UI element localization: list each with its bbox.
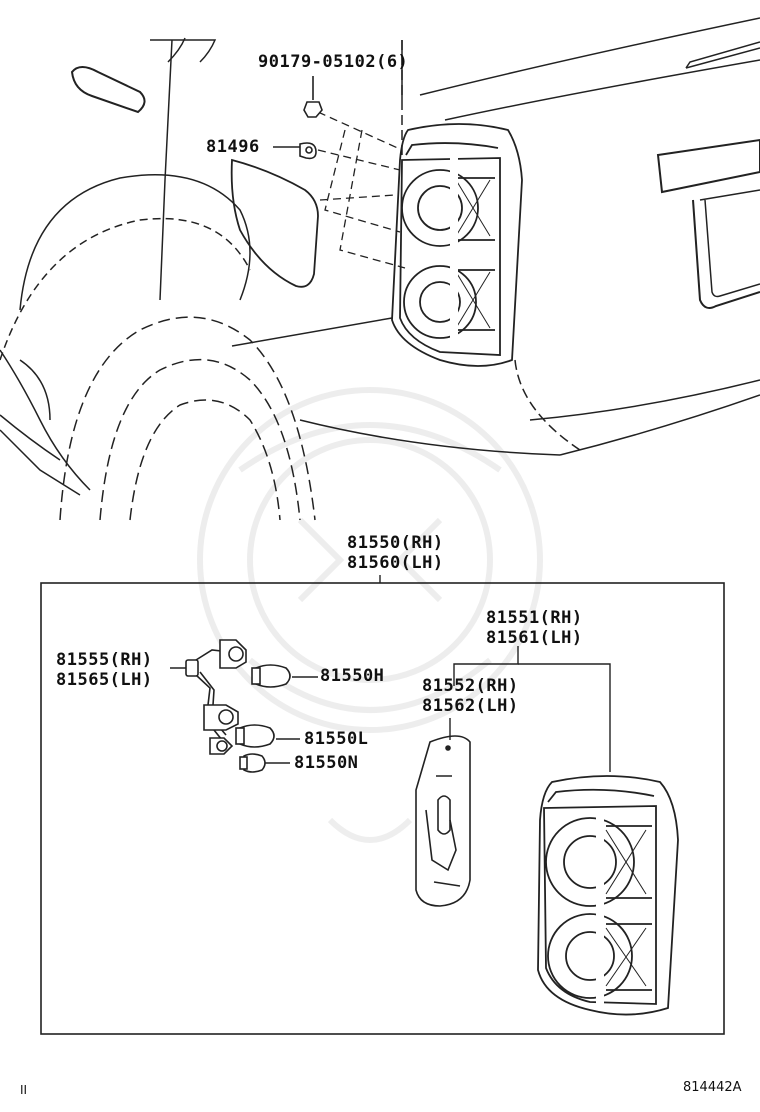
label-assembly-rh: 81550(RH): [347, 533, 444, 553]
assembly-frame: [40, 582, 725, 1035]
bolt-part-icon: [303, 76, 323, 118]
watermark-emblem: [197, 387, 543, 843]
bulb-l-icon: [235, 724, 275, 748]
assembly-dashed-lines: [317, 111, 406, 269]
label-socket-rh: 81555(RH): [56, 650, 153, 670]
label-gasket-rh: 81552(RH): [422, 676, 519, 696]
label-assembly-lh: 81560(LH): [347, 553, 444, 573]
label-socket-lh: 81565(LH): [56, 670, 153, 690]
gasket-part: [415, 735, 471, 907]
vehicle-body-outline: [0, 17, 760, 521]
label-gasket-lh: 81562(LH): [422, 696, 519, 716]
lamp-lens-body: [537, 775, 679, 1016]
installed-rear-lamp: [391, 123, 523, 367]
label-lens-rh: 81551(RH): [486, 608, 583, 628]
diagram-code: 814442A: [683, 1080, 742, 1095]
bulb-h-icon: [251, 664, 291, 688]
label-clip-part-number: 81496: [206, 137, 260, 157]
label-bulb-l: 81550L: [304, 729, 369, 749]
label-lens-lh: 81561(LH): [486, 628, 583, 648]
label-bulb-n: 81550N: [294, 753, 359, 773]
bulb-n-icon: [239, 753, 266, 773]
label-bulb-h: 81550H: [320, 666, 385, 686]
socket-wiring-harness: [185, 639, 247, 755]
clip-part-icon: [273, 142, 317, 160]
label-bolt-part-number: 90179-05102(6): [258, 52, 409, 72]
corner-mark: II: [20, 1083, 28, 1097]
